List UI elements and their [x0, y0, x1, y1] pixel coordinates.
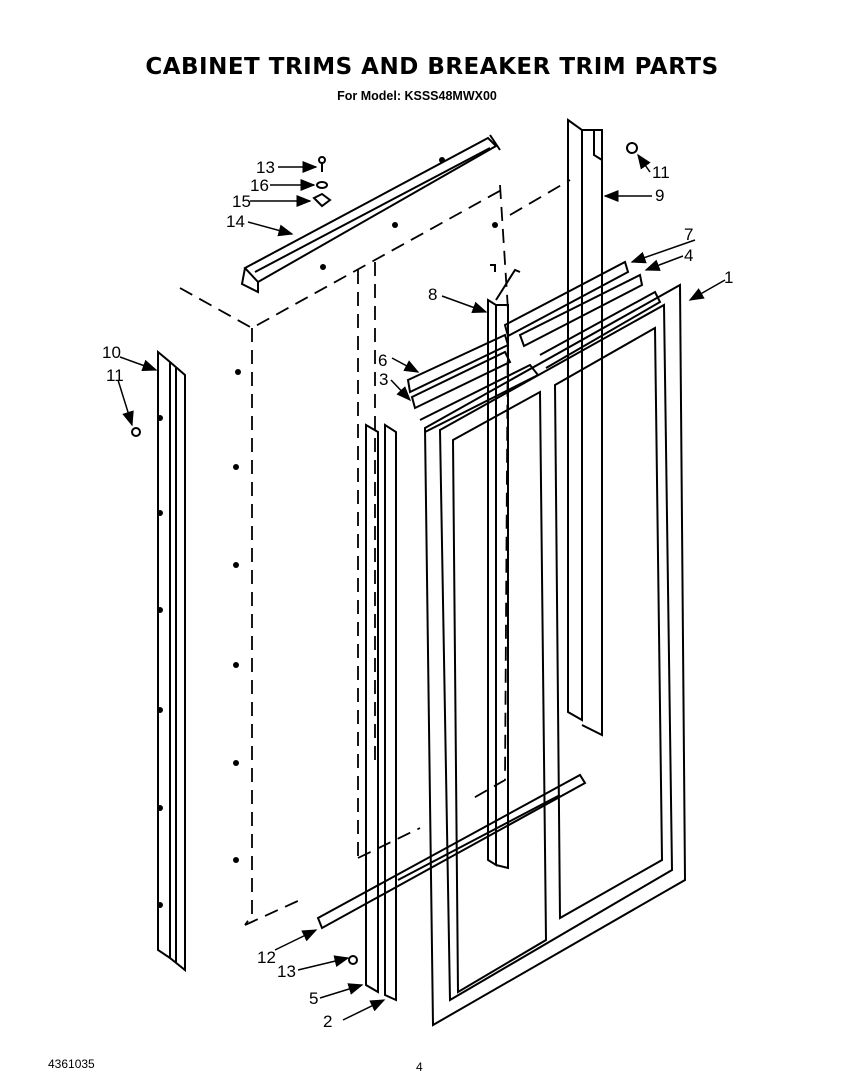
cabinet-outline: [179, 179, 571, 926]
callout-8: 8: [428, 285, 437, 304]
callout-5: 5: [309, 989, 318, 1008]
bottom-screw: [348, 955, 358, 965]
model-subtitle: For Model: KSSS48MWX00: [337, 89, 497, 103]
cabinet-holes: [157, 157, 498, 908]
part-4-breaker-strip: [518, 273, 644, 348]
callout-16: 16: [250, 176, 269, 195]
part-2-strip: [384, 423, 397, 1002]
callout-11-right: 11: [652, 163, 670, 182]
part-14-top-trim: [240, 134, 501, 294]
part-7-breaker-strip: [503, 260, 630, 338]
top-screw-hardware: [312, 156, 332, 208]
callout-15: 15: [232, 192, 251, 211]
part-1-front-frame: [419, 283, 687, 1027]
part-3-breaker-strip: [410, 350, 512, 410]
page-number: 4: [416, 1060, 423, 1074]
callout-1: 1: [724, 268, 733, 287]
callout-7: 7: [684, 225, 693, 244]
page-title: CABINET TRIMS AND BREAKER TRIM PARTS: [145, 54, 719, 80]
callout-2: 2: [323, 1012, 332, 1031]
part-8-center-breaker: [487, 264, 521, 870]
callout-13-top: 13: [256, 158, 275, 177]
document-number: 4361035: [48, 1057, 95, 1071]
part-9-right-trim: [567, 118, 638, 737]
callout-6: 6: [378, 351, 387, 370]
part-10-left-trim: [131, 349, 186, 973]
callout-10: 10: [102, 343, 121, 362]
callout-13-bottom: 13: [277, 962, 296, 981]
callout-11-left: 11: [106, 366, 124, 385]
part-5-strip: [365, 423, 379, 994]
callout-9: 9: [655, 186, 664, 205]
callout-14: 14: [226, 212, 245, 231]
bottom-rails: [316, 773, 587, 930]
callout-4: 4: [684, 246, 693, 265]
callout-12: 12: [257, 948, 276, 967]
callout-3: 3: [379, 370, 388, 389]
